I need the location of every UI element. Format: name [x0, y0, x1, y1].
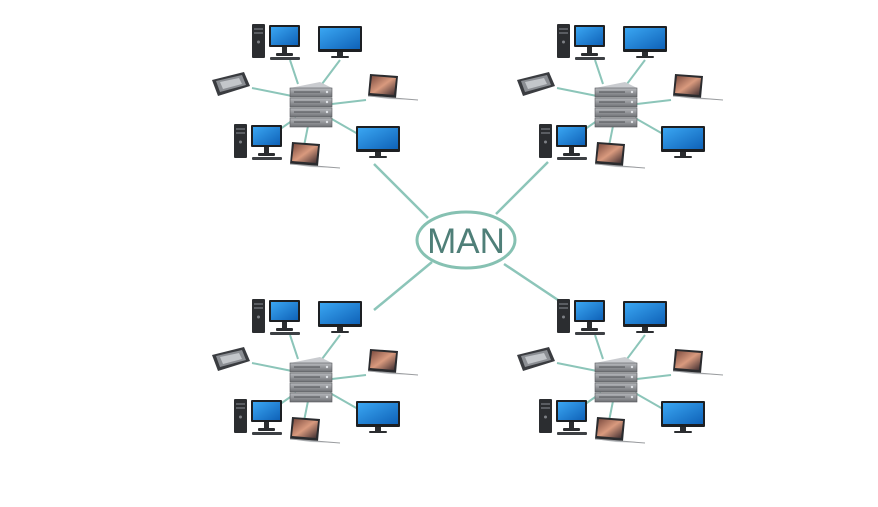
device-link — [594, 334, 604, 360]
monitor-icon — [661, 401, 705, 433]
man-label: MAN — [427, 222, 505, 261]
desktop-icon — [234, 399, 282, 435]
device-link — [329, 117, 359, 135]
tablet-icon — [517, 347, 555, 371]
device-link — [251, 87, 293, 97]
device-link — [331, 374, 367, 380]
lan-cluster-bottom-right — [517, 299, 724, 444]
desktop-icon — [234, 124, 282, 160]
device-link — [556, 87, 598, 97]
laptop-icon — [289, 141, 341, 169]
link-top-left — [373, 163, 429, 219]
server-icon — [594, 356, 638, 403]
man-links — [373, 161, 559, 311]
device-link — [636, 374, 672, 380]
link-bottom-right — [503, 262, 559, 302]
device-link — [329, 392, 359, 410]
monitor-icon — [356, 401, 400, 433]
device-link — [289, 59, 299, 85]
device-link — [321, 59, 341, 85]
lan-cluster-top-left — [212, 24, 419, 169]
monitor-icon — [623, 301, 667, 333]
device-link — [636, 99, 672, 105]
device-link — [556, 362, 598, 372]
tablet-icon — [212, 72, 250, 96]
device-link — [289, 334, 299, 360]
man-ellipse — [415, 210, 517, 270]
desktop-icon — [539, 124, 587, 160]
laptop-icon — [594, 141, 646, 169]
server-icon — [289, 81, 333, 128]
device-link — [634, 392, 664, 410]
desktop-icon — [557, 299, 605, 335]
device-link — [608, 125, 614, 147]
server-icon — [594, 81, 638, 128]
monitor-icon — [318, 26, 362, 58]
monitor-icon — [356, 126, 400, 158]
link-top-right — [495, 161, 549, 215]
device-link — [594, 59, 604, 85]
monitor-icon — [318, 301, 362, 333]
desktop-icon — [252, 299, 300, 335]
monitor-icon — [661, 126, 705, 158]
device-link — [608, 400, 614, 422]
device-link — [626, 334, 646, 360]
lan-cluster-top-right — [517, 24, 724, 169]
device-link — [251, 362, 293, 372]
device-link — [303, 400, 309, 422]
laptop-icon — [672, 348, 724, 376]
desktop-icon — [252, 24, 300, 60]
device-link — [634, 117, 664, 135]
monitor-icon — [623, 26, 667, 58]
device-link — [321, 334, 341, 360]
link-bottom-left — [373, 261, 433, 311]
server-icon — [289, 356, 333, 403]
device-link — [626, 59, 646, 85]
laptop-icon — [594, 416, 646, 444]
laptop-icon — [289, 416, 341, 444]
desktop-icon — [557, 24, 605, 60]
laptop-icon — [672, 73, 724, 101]
device-link — [303, 125, 309, 147]
tablet-icon — [212, 347, 250, 371]
laptop-icon — [367, 348, 419, 376]
desktop-icon — [539, 399, 587, 435]
device-link — [331, 99, 367, 105]
laptop-icon — [367, 73, 419, 101]
tablet-icon — [517, 72, 555, 96]
man-node: MAN — [415, 210, 517, 270]
lan-cluster-bottom-left — [212, 299, 419, 444]
